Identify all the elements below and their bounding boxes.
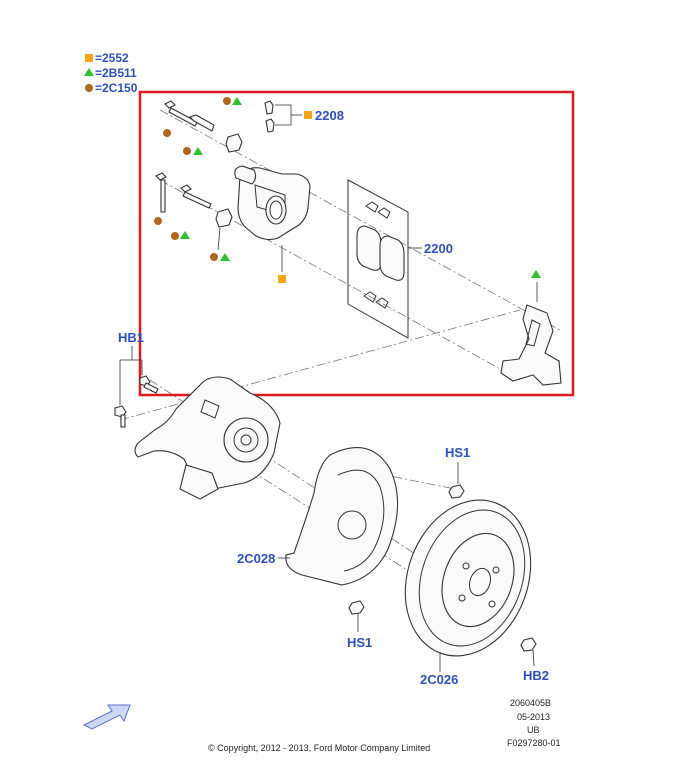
reference-codes: 2060405B 05-2013 UB F0297280-01	[507, 698, 561, 748]
callout-hs1-bottom: HS1	[347, 635, 372, 650]
marker-square-icon	[304, 111, 312, 119]
guide-pin-bolt-lower[interactable]	[154, 172, 212, 240]
callout-2208: 2208	[315, 108, 344, 123]
shield-screw-bottom[interactable]: HS1	[347, 600, 372, 650]
caliper-anchor-bracket[interactable]	[500, 270, 562, 386]
legend-item-2b511: =2B511	[95, 66, 137, 80]
rotor-screw-hb2[interactable]: HB2	[520, 637, 549, 683]
legend-triangle-icon	[84, 68, 94, 76]
marker-triangle-icon	[180, 231, 190, 239]
brake-dust-shield[interactable]: 2C028	[237, 447, 399, 586]
view-direction-arrow-icon	[82, 704, 131, 730]
marker-triangle-icon	[232, 97, 242, 105]
brake-rotor[interactable]: 2C026	[384, 482, 551, 687]
marker-circle-icon	[183, 147, 191, 155]
callout-2c028: 2C028	[237, 551, 275, 566]
callout-hs1-top: HS1	[445, 445, 470, 460]
callout-2c026: 2C026	[420, 672, 458, 687]
callout-2200: 2200	[424, 241, 453, 256]
marker-square-icon	[278, 275, 286, 283]
legend-item-2552: =2552	[95, 51, 129, 65]
marker-triangle-icon	[193, 147, 203, 155]
legend: =2552 =2B511 =2C150	[84, 51, 138, 95]
callout-hb2: HB2	[523, 668, 549, 683]
marker-circle-icon	[223, 97, 231, 105]
marker-circle-icon	[163, 129, 171, 137]
guide-pin-bushing-lower[interactable]	[210, 208, 233, 261]
marker-triangle-icon	[531, 270, 541, 278]
knuckle-hub-assembly[interactable]	[134, 376, 281, 500]
ref-code-2: 05-2013	[517, 712, 550, 722]
bracket-bolts-hb1[interactable]: HB1	[114, 330, 159, 428]
marker-circle-icon	[210, 253, 218, 261]
marker-triangle-icon	[220, 253, 230, 261]
shield-screw-top[interactable]: HS1	[445, 445, 470, 499]
ref-code-1: 2060405B	[510, 698, 551, 708]
ref-code-4: F0297280-01	[507, 738, 561, 748]
legend-square-icon	[85, 54, 93, 62]
guide-pin-bolt-upper[interactable]	[163, 100, 215, 155]
legend-circle-icon	[85, 84, 93, 92]
legend-item-2c150: =2C150	[95, 81, 138, 95]
caliper-highlight-box	[138, 90, 575, 397]
caliper-bleed-screws[interactable]: 2208	[264, 100, 344, 133]
callout-hb1: HB1	[118, 330, 144, 345]
marker-circle-icon	[154, 217, 162, 225]
brake-caliper[interactable]	[234, 165, 311, 283]
guide-pin-bushing-upper[interactable]	[223, 97, 243, 153]
ref-code-3: UB	[527, 725, 540, 735]
marker-circle-icon	[171, 232, 179, 240]
copyright-notice: © Copyright, 2012 - 2013, Ford Motor Com…	[208, 743, 430, 753]
brake-pads-kit[interactable]: 2200	[347, 179, 453, 339]
